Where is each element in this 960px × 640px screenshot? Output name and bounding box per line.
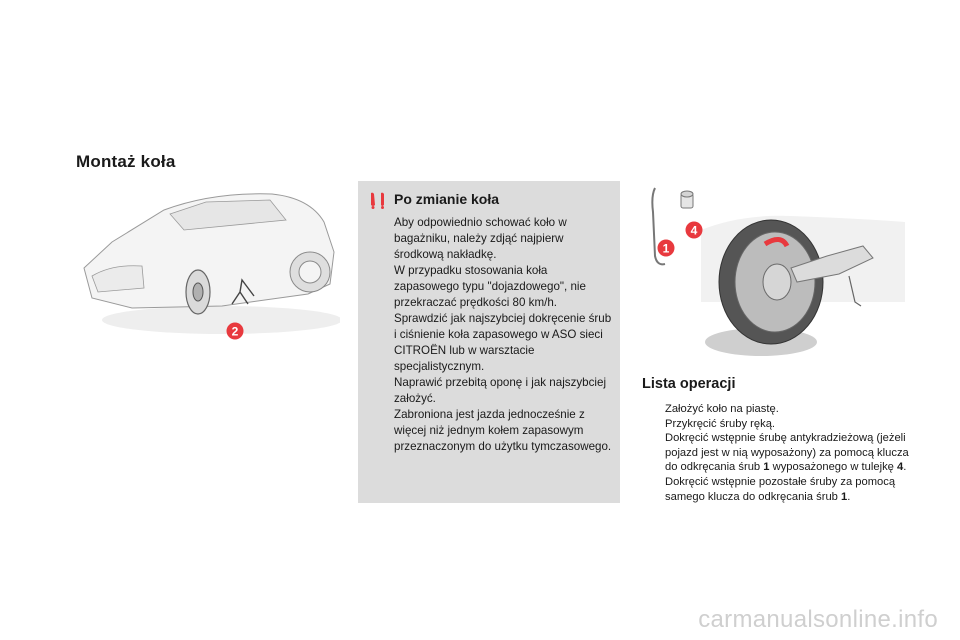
watermark: carmanualsonline.info xyxy=(698,606,938,633)
callout-1: 1 xyxy=(663,242,670,256)
warning-title: Po zmianie koła xyxy=(394,191,500,207)
callout-2: 2 xyxy=(232,325,239,339)
operations-title: Lista operacji xyxy=(642,376,736,392)
page-title: Montaż koła xyxy=(76,152,176,171)
list-item: Przykręcić śruby ręką. xyxy=(665,417,776,430)
list-item: Dokręcić wstępnie śrubę antykradzieżową … xyxy=(665,432,909,474)
warning-box: Po zmianie koła Aby odpowiednio schować … xyxy=(358,181,620,503)
car-illustration: 2 xyxy=(83,193,340,340)
warning-text: Aby odpowiednio schować koło w bagażniku… xyxy=(394,216,612,453)
operations-list: Założyć koło na piastę. Przykręcić śruby… xyxy=(642,402,912,504)
list-item: Założyć koło na piastę. xyxy=(665,403,779,415)
wheel-illustration: 4 1 xyxy=(651,187,905,356)
callout-4: 4 xyxy=(691,224,698,238)
warning-icon xyxy=(371,192,384,209)
list-item: Dokręcić wstępnie pozostałe śruby za pom… xyxy=(665,475,896,503)
